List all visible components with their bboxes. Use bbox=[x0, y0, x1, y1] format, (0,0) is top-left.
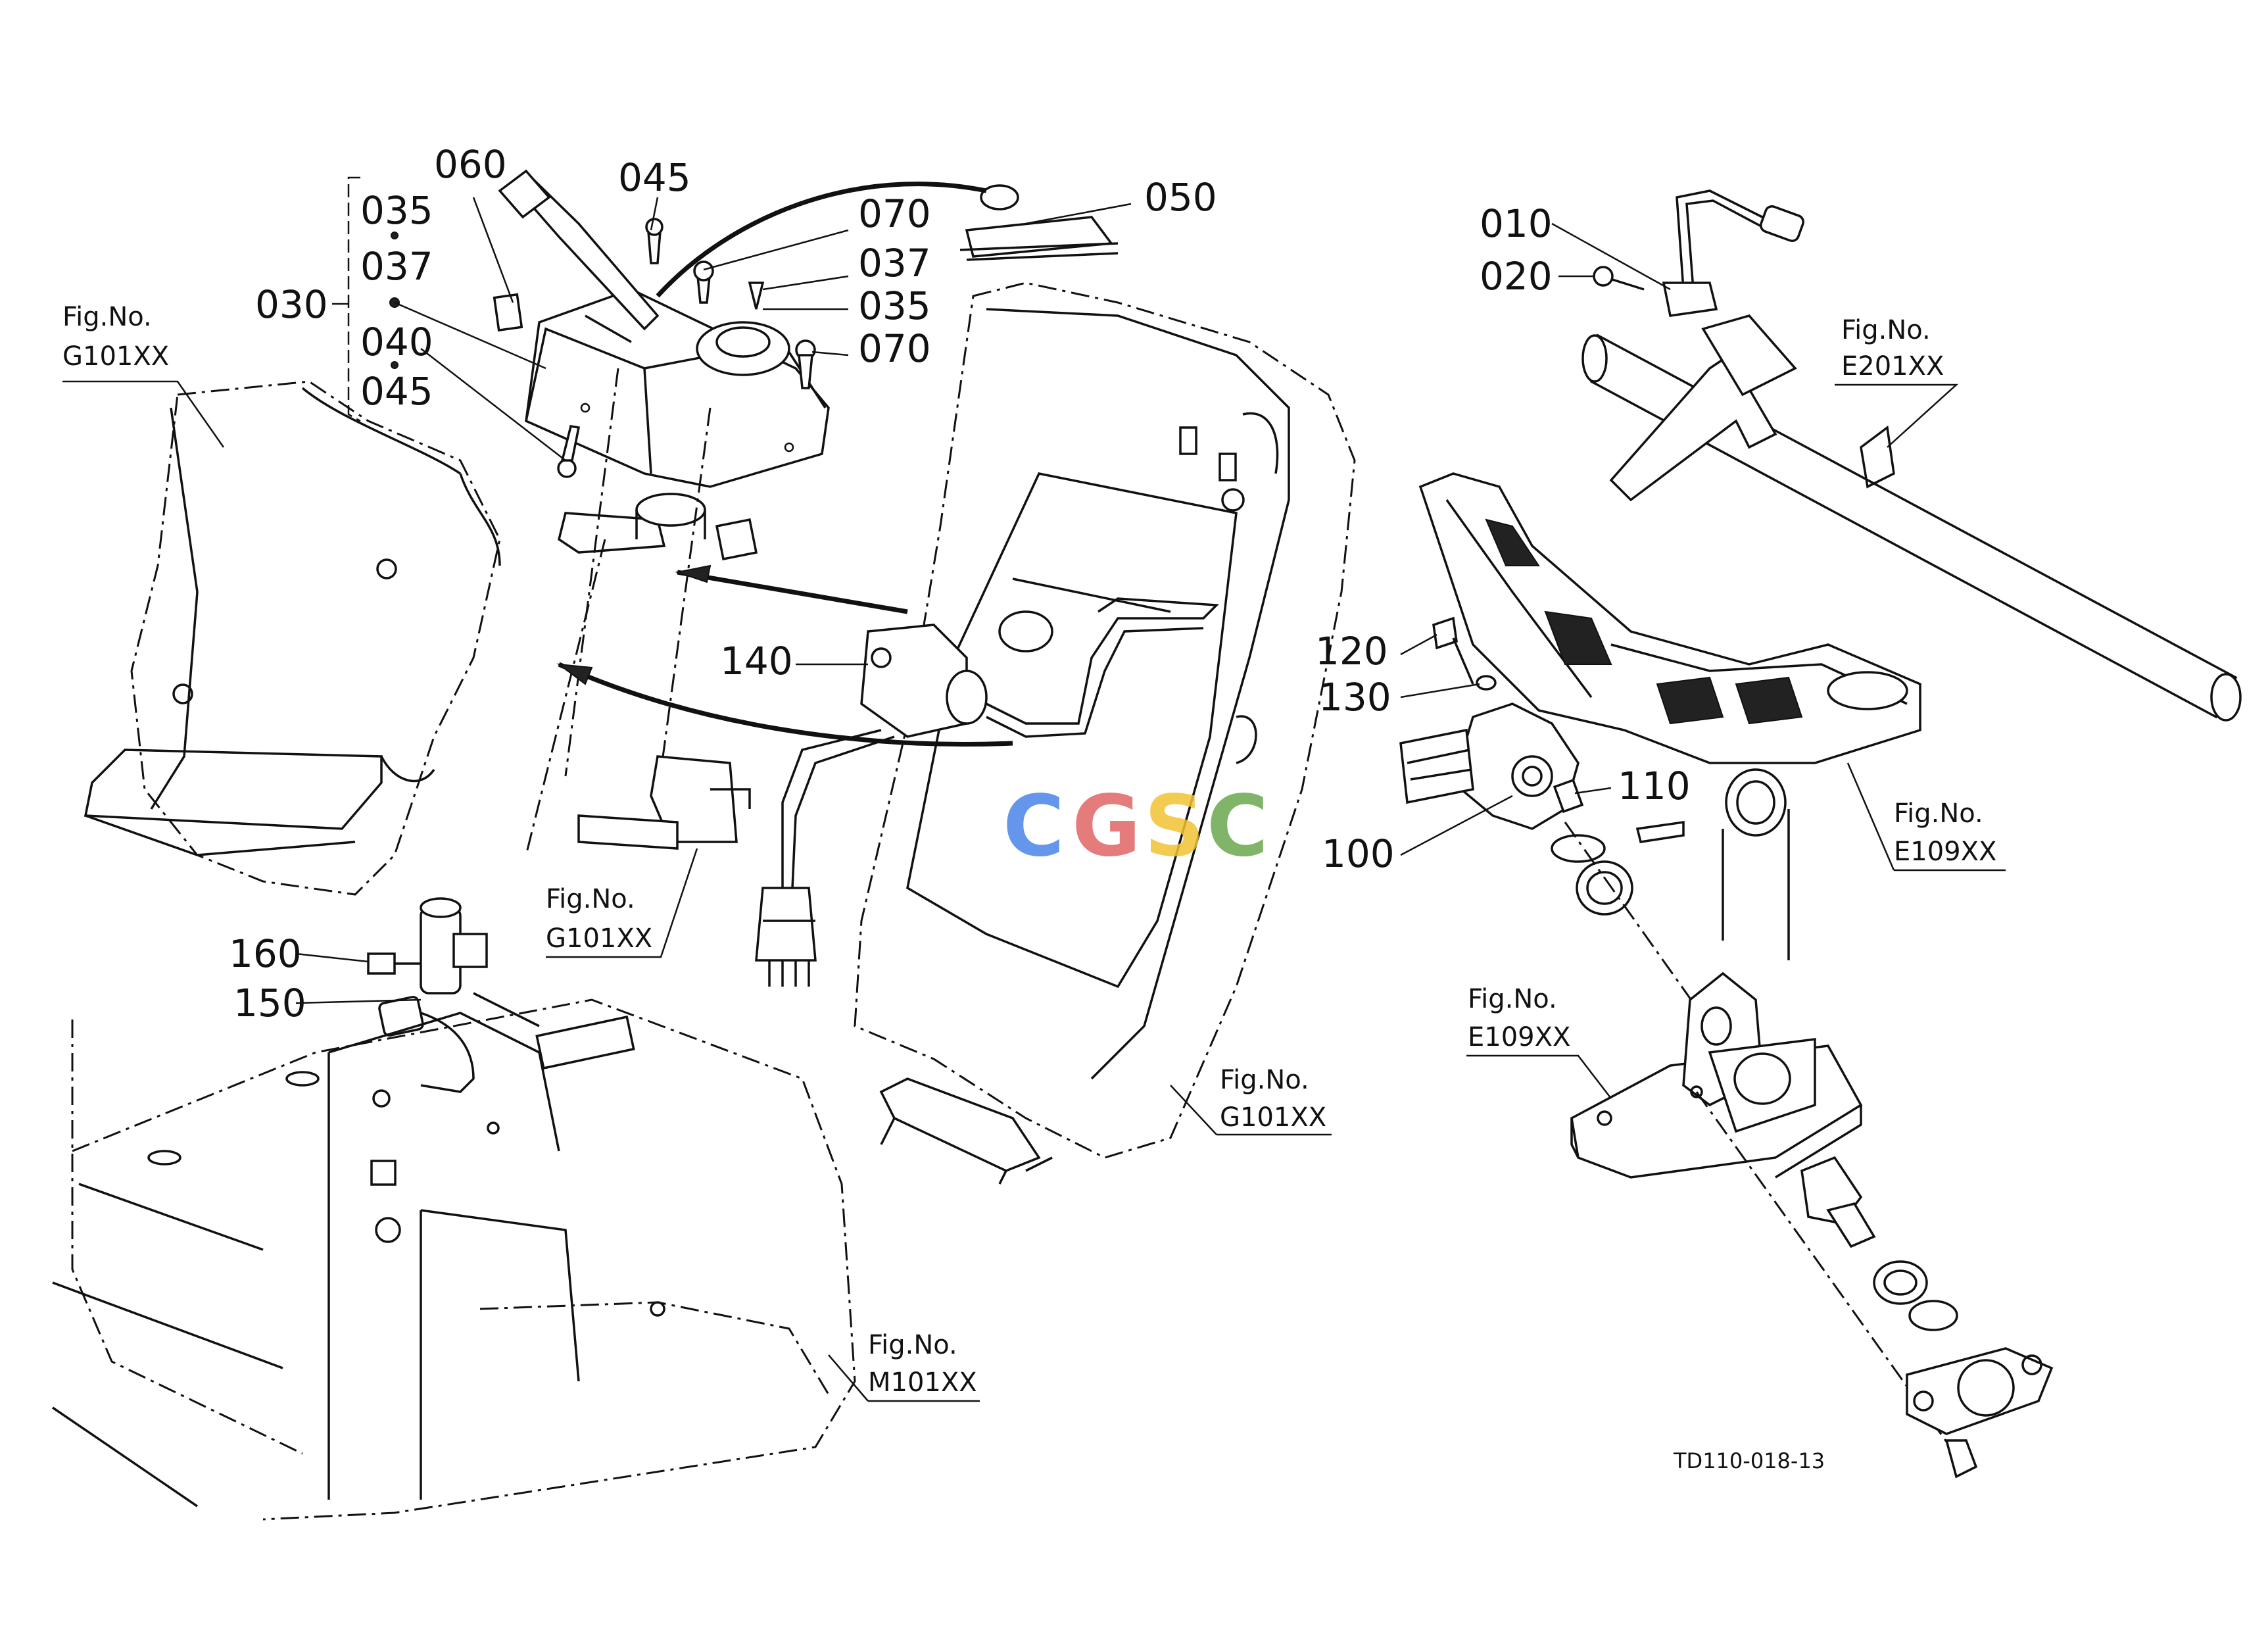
arrow-head-a bbox=[675, 564, 712, 583]
leader-lines bbox=[62, 176, 2006, 1402]
instrument-cover bbox=[854, 282, 1356, 1185]
assembly-arrow-140a bbox=[677, 570, 908, 614]
sensor-010 bbox=[1593, 189, 1804, 317]
lower-frame bbox=[52, 998, 856, 1521]
part-labels: 060 045 035 037 030 040 045 070 037 035 … bbox=[229, 142, 1691, 1025]
combination-switch-030 bbox=[493, 169, 830, 488]
label-140: 140 bbox=[720, 639, 793, 683]
arrow-head-b bbox=[556, 663, 593, 685]
label-100: 100 bbox=[1322, 831, 1395, 876]
label-130: 130 bbox=[1318, 675, 1391, 720]
label-037-right: 037 bbox=[858, 241, 931, 285]
label-050: 050 bbox=[1144, 175, 1217, 220]
label-010: 010 bbox=[1480, 201, 1553, 246]
watermark-letter-4: C bbox=[1207, 777, 1268, 875]
label-020: 020 bbox=[1480, 254, 1553, 299]
label-040: 040 bbox=[360, 320, 433, 364]
figref-e109-left: E109XX bbox=[1468, 1022, 1570, 1052]
label-150: 150 bbox=[233, 981, 306, 1025]
label-070-top: 070 bbox=[858, 191, 931, 236]
watermark-letter-1: C bbox=[1003, 777, 1065, 875]
label-110: 110 bbox=[1618, 764, 1691, 808]
figref-e201-heading: Fig.No. bbox=[1841, 315, 1931, 345]
assembly-arrow-050 bbox=[656, 182, 987, 298]
switch-140 bbox=[755, 597, 1219, 987]
figref-g101-left: G101XX bbox=[62, 341, 169, 372]
watermark-logo: C G S C bbox=[1003, 777, 1268, 875]
label-035-bracket: 035 bbox=[360, 188, 433, 233]
figref-e109-left-heading: Fig.No. bbox=[1468, 984, 1557, 1014]
label-030: 030 bbox=[255, 282, 328, 327]
column-centerline bbox=[525, 539, 606, 856]
cover-050 bbox=[959, 184, 1119, 261]
figref-e109-right-heading: Fig.No. bbox=[1894, 799, 1983, 829]
label-035-right: 035 bbox=[858, 283, 931, 328]
label-120: 120 bbox=[1315, 629, 1388, 674]
figref-e109-right: E109XX bbox=[1894, 837, 1996, 867]
shaft-e201 bbox=[1581, 314, 2242, 722]
label-160: 160 bbox=[229, 931, 302, 976]
watermark-letter-2: G bbox=[1072, 777, 1141, 875]
label-060: 060 bbox=[434, 142, 507, 187]
dash-panel-left bbox=[84, 380, 501, 896]
figref-m101: M101XX bbox=[868, 1367, 977, 1398]
screw-group-switch bbox=[557, 218, 816, 478]
figref-g101-mid: G101XX bbox=[546, 923, 652, 954]
watermark-letter-3: S bbox=[1144, 777, 1205, 875]
pedal-sensor-100 bbox=[1399, 616, 1711, 1027]
drawing-code: TD110-018-13 bbox=[1673, 1448, 1825, 1473]
figref-m101-heading: Fig.No. bbox=[868, 1330, 957, 1360]
label-037-bracket: 037 bbox=[360, 244, 433, 289]
figure-references: Fig.No. G101XX Fig.No. G101XX Fig.No. G1… bbox=[62, 302, 1996, 1398]
pedal bbox=[1418, 472, 1921, 960]
assembly-arrow-140b bbox=[558, 662, 1013, 747]
pedal-bracket-e109 bbox=[1570, 971, 2054, 1479]
figref-g101-left-heading: Fig.No. bbox=[62, 302, 152, 332]
figref-e201: E201XX bbox=[1841, 351, 1944, 381]
figref-g101-right-heading: Fig.No. bbox=[1220, 1065, 1309, 1095]
label-045-top: 045 bbox=[618, 155, 691, 200]
switch-brackets bbox=[558, 368, 758, 850]
label-070-bottom: 070 bbox=[858, 326, 931, 371]
figref-g101-mid-heading: Fig.No. bbox=[546, 884, 635, 914]
figref-g101-right: G101XX bbox=[1220, 1102, 1326, 1133]
label-045-bracket: 045 bbox=[360, 369, 433, 414]
